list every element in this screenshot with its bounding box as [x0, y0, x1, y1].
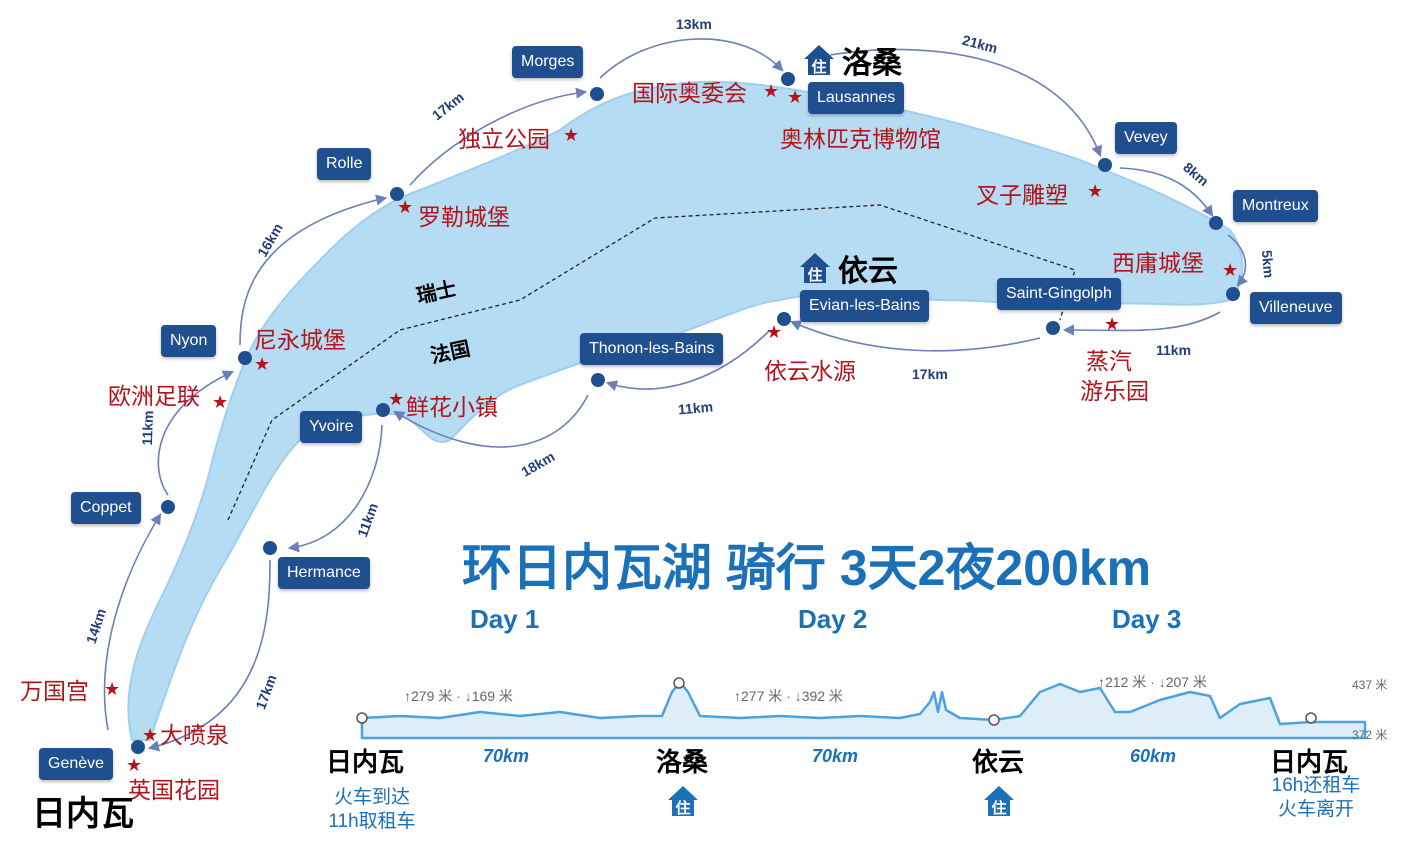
- house-icon: 住: [804, 45, 834, 76]
- poi-chazidiaosu: 叉子雕塑: [976, 182, 1068, 208]
- segment-day2: 70km: [812, 746, 859, 766]
- note-start: 火车到达 11h取租车: [316, 786, 428, 834]
- poi-niyongchengbao: 尼永城堡: [254, 327, 346, 353]
- day-2: Day 2: [798, 604, 868, 634]
- dist-evian-thonon: 11km: [677, 398, 714, 418]
- hotel-icon-char: 住: [675, 799, 690, 817]
- note-end-line2: 火车离开: [1277, 799, 1354, 820]
- star-icon: ★: [1104, 314, 1121, 334]
- dist-montreux-villeneuve: 5km: [1258, 249, 1278, 279]
- town-evian: Evian-les-Bains: [800, 290, 930, 322]
- poi-zhengqi-line2: 游乐园: [1080, 378, 1149, 404]
- note-end: 16h还租车 火车离开: [1260, 774, 1372, 822]
- star-icon: ★: [397, 197, 414, 217]
- hotel-icon-char: 住: [807, 266, 822, 284]
- town-lausanne: Lausannes: [808, 82, 905, 114]
- poi-yingguohuayuan: 英国花园: [128, 777, 220, 803]
- note-start-line2: 11h取租车: [328, 811, 416, 832]
- stat-day3: ↑212 米 · ↓207 米: [1098, 674, 1207, 690]
- town-morges: Morges: [512, 46, 584, 78]
- town-saint-gingolph: Saint-Gingolph: [997, 278, 1121, 310]
- stop-geneve-start: 日内瓦: [326, 747, 405, 777]
- town-geneve: Genève: [39, 748, 114, 780]
- poi-ouzhouzulian: 欧洲足联: [108, 383, 200, 409]
- town-coppet: Coppet: [71, 492, 141, 524]
- star-icon: ★: [142, 725, 159, 745]
- note-end-line1: 16h还租车: [1271, 775, 1361, 796]
- poi-xiyongchengbao: 西庸城堡: [1112, 250, 1204, 276]
- start-city: 日内瓦: [32, 795, 134, 833]
- town-villeneuve: Villeneuve: [1250, 292, 1342, 324]
- town-yvoire: Yvoire: [300, 411, 363, 443]
- star-icon: ★: [388, 389, 405, 409]
- poi-wanguogong: 万国宫: [20, 678, 89, 704]
- page-title: 环日内瓦湖 骑行 3天2夜200km: [462, 540, 1152, 596]
- day-1: Day 1: [470, 604, 540, 634]
- poi-zhengqi-line1: 蒸汽: [1086, 348, 1132, 374]
- country-border: [227, 204, 1076, 521]
- lake-geneva: [127, 80, 1244, 741]
- town-vevey: Vevey: [1115, 122, 1177, 154]
- town-montreux: Montreux: [1233, 190, 1318, 222]
- star-icon: ★: [766, 322, 783, 342]
- poi-dapenquan: 大喷泉: [160, 722, 229, 748]
- stop-evian: 依云: [972, 747, 1025, 777]
- star-icon: ★: [104, 679, 121, 699]
- hotel-evian-name: 依云: [838, 255, 898, 288]
- stop-lausanne: 洛桑: [656, 747, 709, 777]
- hotel-lausanne-name: 洛桑: [842, 47, 902, 80]
- elev-min: 372 米: [1352, 728, 1388, 742]
- elev-max: 437 米: [1352, 678, 1388, 692]
- poi-xianhuaxiaozhen: 鲜花小镇: [406, 394, 498, 420]
- segment-day1: 70km: [483, 746, 530, 766]
- house-icon: 住: [800, 253, 830, 284]
- town-rolle: Rolle: [317, 148, 372, 180]
- dist-stgingolph-evian: 17km: [912, 366, 948, 382]
- hotel-evian: 住 依云: [798, 246, 898, 290]
- poi-guojiaoweihui: 国际奥委会: [632, 80, 747, 106]
- day-3: Day 3: [1112, 604, 1182, 634]
- town-thonon: Thonon-les-Bains: [580, 333, 724, 365]
- star-icon: ★: [763, 81, 780, 101]
- star-icon: ★: [787, 87, 804, 107]
- hotel-icon-char: 住: [991, 799, 1006, 817]
- star-icon: ★: [254, 354, 271, 374]
- star-icon: ★: [126, 755, 143, 775]
- stop-geneve-end: 日内瓦: [1270, 747, 1349, 777]
- note-start-line1: 火车到达: [333, 787, 410, 808]
- poi-dulligongyuan: 独立公园: [458, 126, 550, 152]
- dist-coppet-nyon: 11km: [138, 410, 157, 446]
- poi-yiyunshuiyuan: 依云水源: [764, 358, 856, 384]
- poi-aolinpike: 奥林匹克博物馆: [780, 126, 941, 152]
- star-icon: ★: [563, 125, 580, 145]
- town-nyon: Nyon: [161, 325, 217, 357]
- stat-day2: ↑277 米 · ↓392 米: [734, 688, 843, 704]
- house-icon: 住: [984, 786, 1014, 817]
- dist-morges-lausanne: 13km: [676, 16, 712, 32]
- star-icon: ★: [1087, 181, 1104, 201]
- stat-day1: ↑279 米 · ↓169 米: [404, 688, 513, 704]
- town-hermance: Hermance: [278, 557, 370, 589]
- hotel-lausanne: 住 洛桑: [802, 38, 902, 82]
- poi-luolechengbao: 罗勒城堡: [418, 204, 510, 230]
- star-icon: ★: [212, 392, 229, 412]
- star-icon: ★: [1222, 260, 1239, 280]
- hotel-icon-char: 住: [811, 58, 826, 76]
- dist-villeneuve-stgingolph: 11km: [1156, 342, 1192, 358]
- segment-day3: 60km: [1130, 746, 1177, 766]
- elevation-area: [360, 680, 1367, 740]
- house-icon: 住: [668, 786, 698, 817]
